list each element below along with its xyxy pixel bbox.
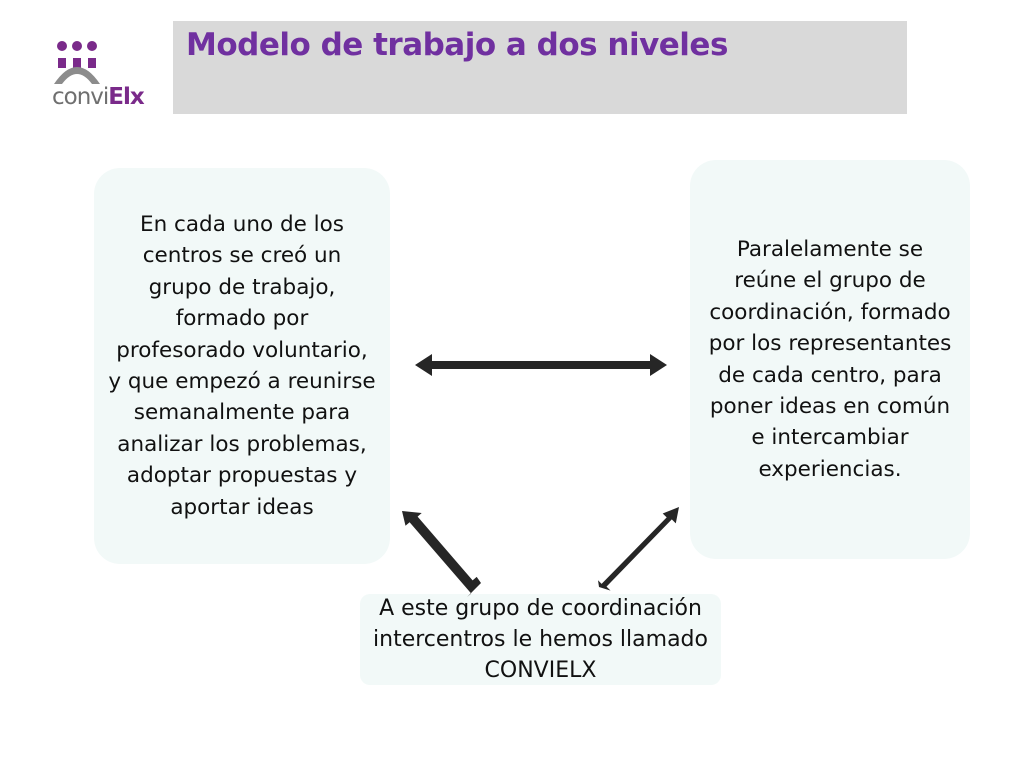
coordination-group-box: Paralelamente se reúne el grupo de coord… <box>690 160 970 559</box>
local-working-group-text: En cada uno de los centros se creó un gr… <box>108 211 376 520</box>
logo-text-accent: Elx <box>108 84 144 110</box>
logo-figures-icon <box>54 41 100 84</box>
local-working-group-box: En cada uno de los centros se creó un gr… <box>94 168 390 564</box>
logo-text-primary: convi <box>52 84 109 110</box>
left-diagonal-double-arrow-icon <box>402 511 481 597</box>
title-bar: Modelo de trabajo a dos niveles <box>173 21 907 114</box>
right-diagonal-double-arrow-icon <box>598 507 679 591</box>
convielx-logo: conviElx <box>48 38 158 116</box>
logo-wordmark: conviElx <box>52 84 145 110</box>
slide-title: Modelo de trabajo a dos niveles <box>186 27 728 63</box>
coordination-group-text: Paralelamente se reúne el grupo de coord… <box>708 236 952 482</box>
convielx-group-box: A este grupo de coordinación intercentro… <box>360 594 721 685</box>
convielx-group-text: A este grupo de coordinación intercentro… <box>373 596 708 683</box>
horizontal-double-arrow-icon <box>415 354 667 376</box>
